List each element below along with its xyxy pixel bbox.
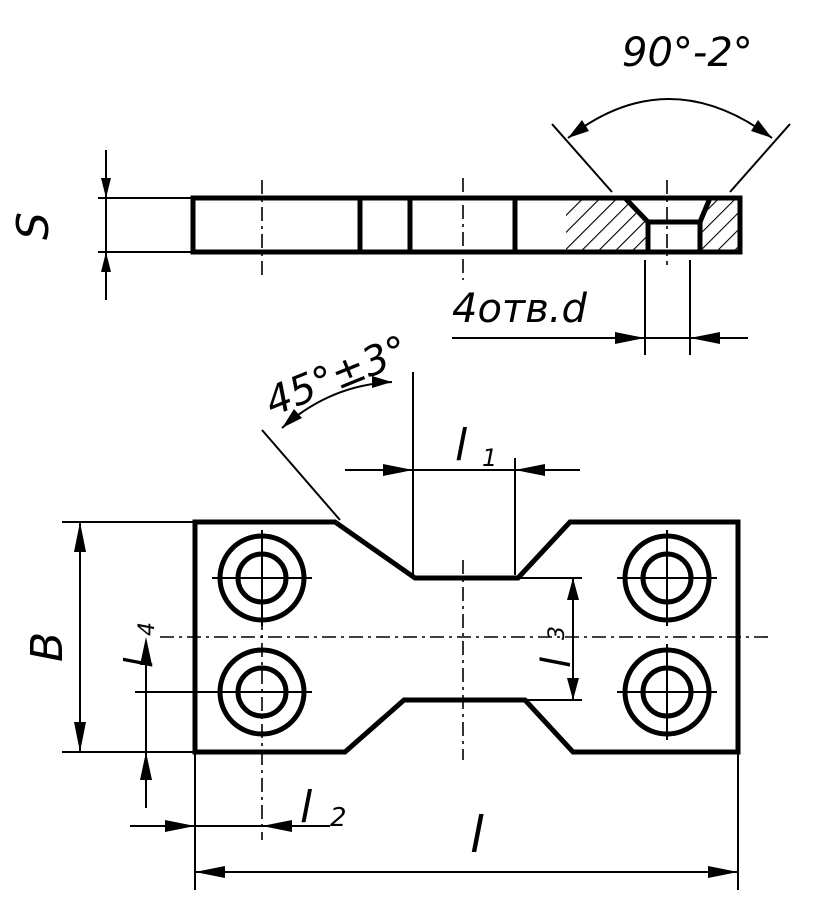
plate-side-outline — [190, 195, 743, 255]
hole-top-right — [617, 530, 717, 626]
l2-subscript: 2 — [330, 803, 347, 833]
plan-view: 45°±3° l 1 l 3 B l 4 l 2 — [22, 327, 770, 890]
hole-top-left — [212, 530, 312, 626]
l1-subscript: 1 — [482, 444, 497, 472]
l3-subscript: 3 — [545, 626, 570, 640]
chamfer-angle-label: 90°-2° — [622, 30, 753, 76]
side-view: S 90°-2° 4отв.d — [8, 30, 791, 355]
l1-label: l — [455, 420, 468, 471]
hole-bottom-right — [617, 644, 717, 740]
holes-label: 4отв.d — [452, 286, 588, 332]
length-label: l — [470, 806, 484, 864]
l3-label: l — [534, 657, 580, 668]
taper-angle-label: 45°±3° — [259, 327, 415, 426]
l4-label: l — [117, 657, 161, 668]
width-label: B — [22, 632, 73, 662]
section-hatch-left — [566, 200, 648, 250]
hole-bottom-left — [212, 647, 312, 737]
l4-subscript: 4 — [135, 622, 160, 636]
section-hatch-right — [700, 200, 740, 250]
l2-label: l — [300, 782, 313, 833]
thickness-label: S — [8, 212, 59, 240]
